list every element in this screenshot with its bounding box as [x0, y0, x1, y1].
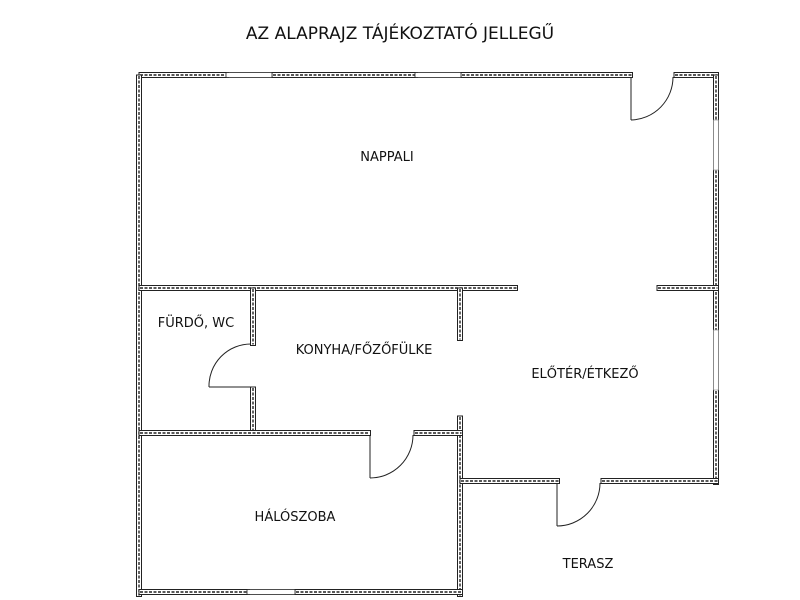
room-label-bedroom: HÁLÓSZOBA: [255, 509, 336, 525]
window: [713, 329, 719, 391]
wall: [457, 415, 463, 597]
room-label-living-room: NAPPALI: [360, 150, 413, 165]
wall: [138, 285, 518, 291]
doors: [208, 76, 674, 527]
room-label-hall-dining: ELŐTÉR/ÉTKEZŐ: [531, 366, 638, 382]
window: [225, 72, 273, 78]
wall: [459, 478, 560, 484]
terrace-door-swing: [556, 482, 601, 527]
window: [414, 72, 462, 78]
window: [246, 589, 296, 595]
room-label-kitchen: KONYHA/FŐZŐFÜLKE: [296, 341, 433, 358]
bedroom-door-swing: [369, 434, 414, 479]
walls: [136, 72, 719, 597]
room-label-bathroom: FÜRDŐ, WC: [158, 314, 234, 331]
entrance-door-swing: [630, 76, 674, 121]
wall: [138, 72, 229, 78]
wall: [600, 478, 719, 484]
wall: [136, 74, 142, 597]
bathroom-door-swing: [208, 343, 252, 388]
plan-title: AZ ALAPRAJZ TÁJÉKOZTATÓ JELLEGŰ: [246, 22, 554, 44]
window: [713, 119, 719, 171]
room-label-terrace: TERASZ: [562, 557, 614, 572]
windows: [225, 72, 719, 595]
